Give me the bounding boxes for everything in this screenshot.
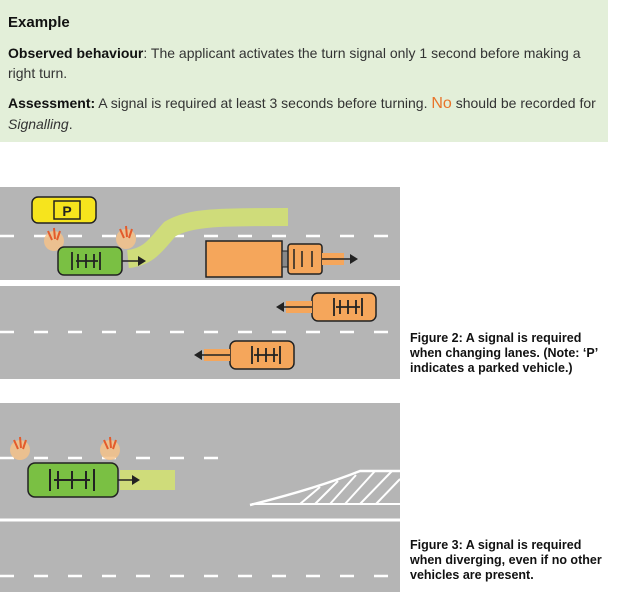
assessment-signalling: Signalling (8, 116, 69, 132)
truck-direction-arrow (322, 253, 358, 265)
oncoming-car-2 (229, 340, 295, 370)
figure-3-diagram (0, 403, 400, 592)
assessment-text-2: should be recorded for (451, 95, 596, 111)
green-car-direction-arrow (122, 256, 146, 266)
assessment-label: Assessment: (8, 95, 96, 111)
example-box: Example Observed behaviour: The applican… (0, 0, 608, 142)
lane-change-path (126, 208, 289, 268)
truck (205, 240, 323, 278)
figure-3-caption: Figure 3: A signal is required when dive… (410, 538, 602, 582)
observed-behaviour: Observed behaviour: The applicant activa… (8, 43, 600, 83)
oncoming-car-2-arrow (194, 349, 230, 361)
green-car (57, 246, 123, 276)
oncoming-car-1 (311, 292, 377, 322)
green-car (27, 462, 119, 498)
observed-text: : The applicant activates the turn signa… (8, 45, 581, 81)
assessment-no: No (431, 95, 452, 112)
observed-label: Observed behaviour (8, 45, 144, 61)
signal-flash-right (100, 436, 120, 460)
signal-flash-left (44, 227, 64, 251)
example-title: Example (8, 14, 70, 31)
parked-car: P (31, 196, 97, 224)
gore-area-hatching (252, 470, 400, 505)
assessment-text-1: A signal is required at least 3 seconds … (95, 95, 432, 111)
green-car-direction-arrow (118, 475, 140, 485)
assessment-period: . (68, 116, 73, 132)
diverge-path (120, 470, 175, 490)
signal-flash-left (10, 436, 30, 460)
figure-2-caption: Figure 2: A signal is required when chan… (410, 331, 598, 375)
oncoming-car-1-arrow (276, 301, 312, 313)
signal-flash-right (116, 225, 136, 249)
assessment: Assessment: A signal is required at leas… (8, 93, 600, 134)
figure-2-diagram: P (0, 187, 400, 379)
gore-area-outline (249, 469, 400, 507)
parked-label: P (62, 203, 71, 219)
